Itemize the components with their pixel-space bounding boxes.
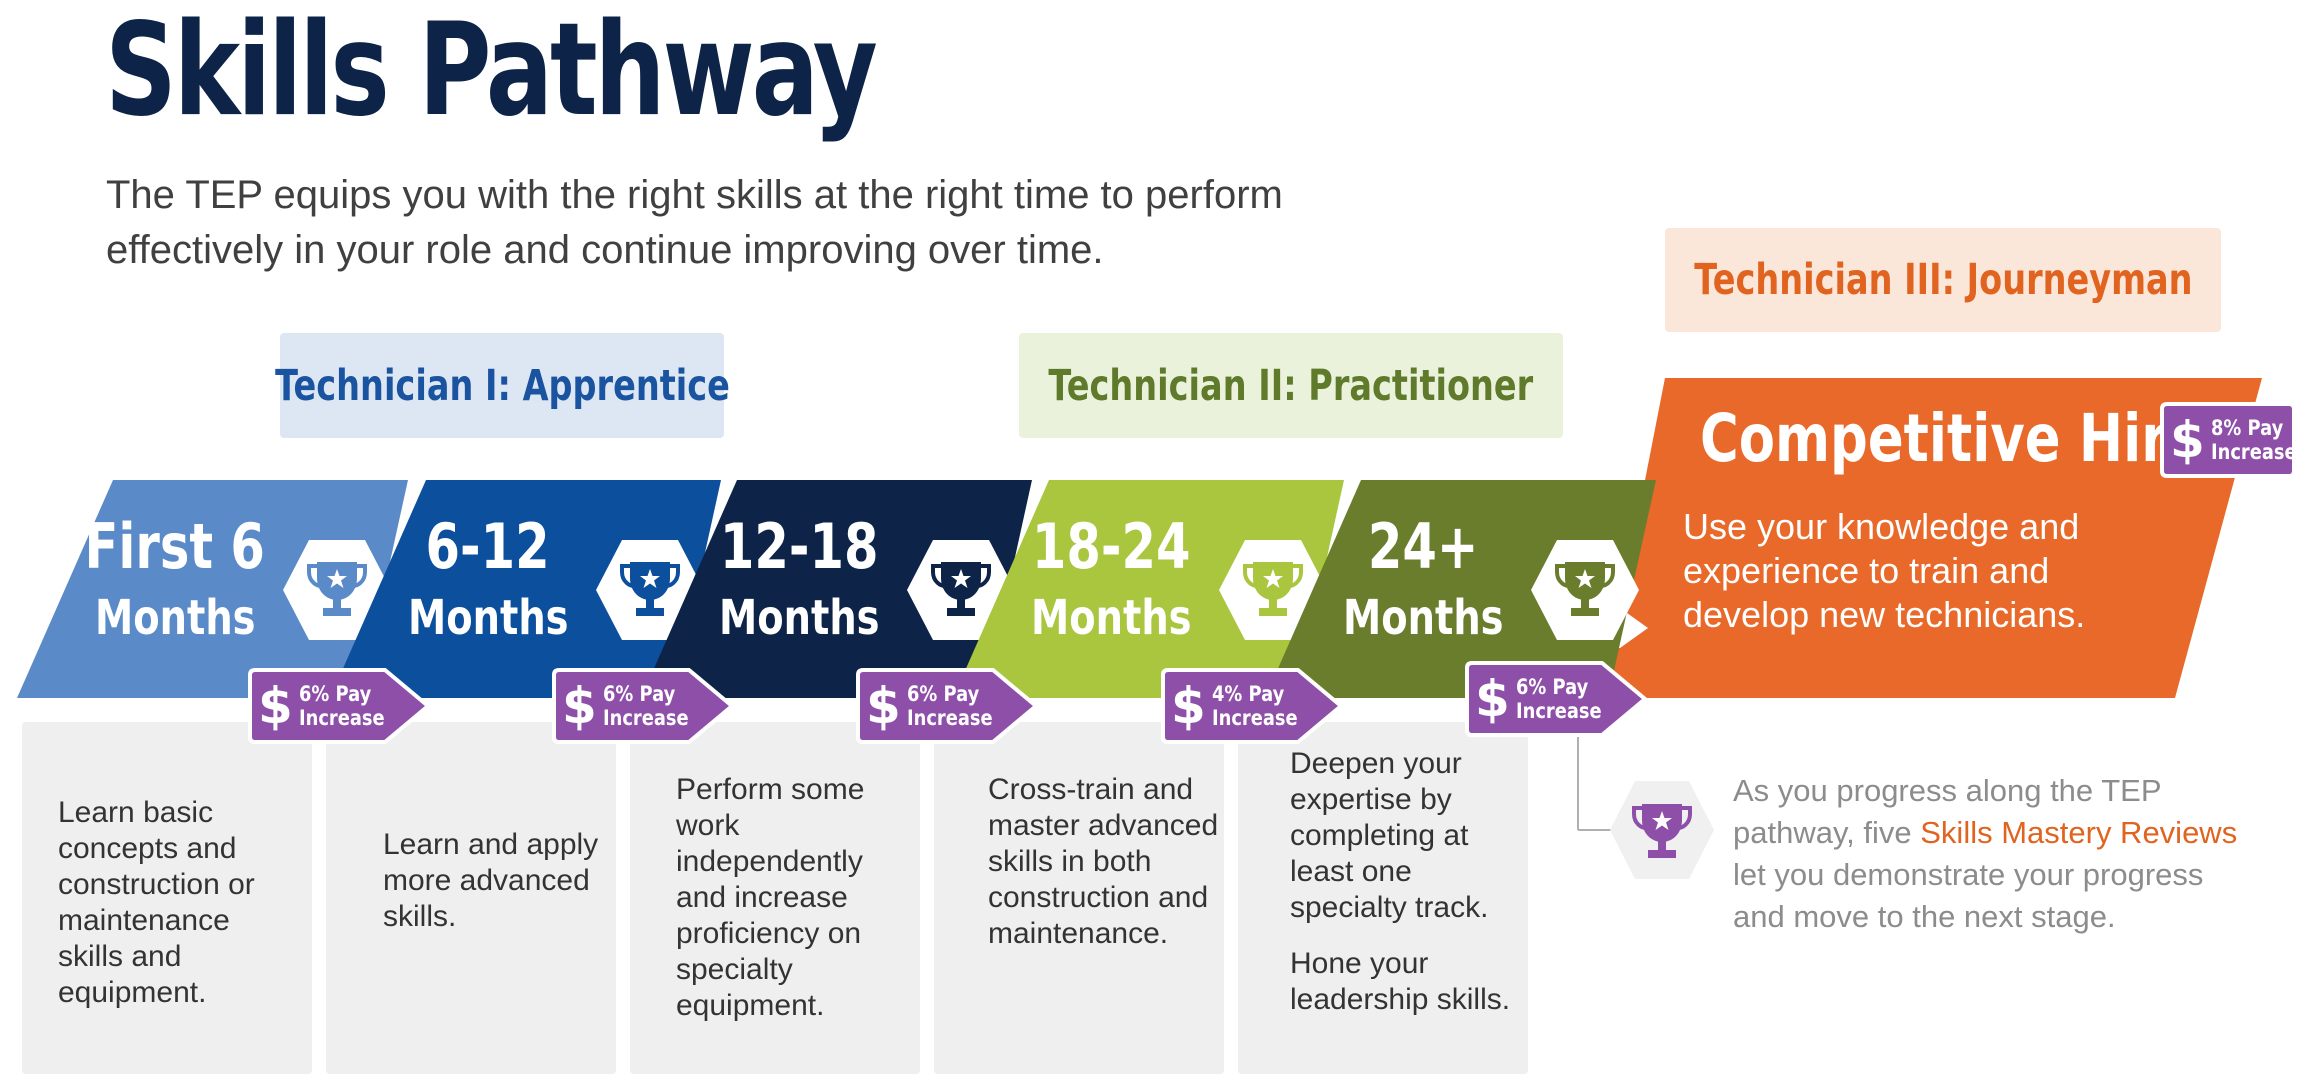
stage-unit: Months [94, 590, 256, 646]
stage-description: Cross-train and master advanced skills i… [988, 773, 1219, 950]
trophy-icon [1555, 562, 1615, 616]
page-subtitle: The TEP equips you with the right skills… [106, 173, 1283, 272]
stage-period: 24+ [1367, 510, 1479, 583]
dollar-icon: $ [258, 677, 293, 735]
competitive-hire-shape [1590, 378, 2262, 698]
pay-word: Increase [1515, 699, 1602, 723]
stage-description-card: Perform some work independently and incr… [630, 722, 920, 1074]
stage-unit: Months [1030, 590, 1192, 646]
pay-percent: 6% Pay [298, 682, 372, 706]
stage-description-card: Learn and apply more advanced skills. [326, 722, 616, 1074]
competitive-hire-title: Competitive Hire [1700, 400, 2204, 477]
stage-description-card: Deepen your expertise by completing at l… [1238, 722, 1528, 1074]
stage-description: Deepen your expertise by completing at l… [1290, 747, 1489, 924]
trophy-icon [620, 562, 680, 616]
pay-word: Increase [906, 706, 993, 730]
stage-period: 6-12 [425, 510, 551, 583]
badge-shape [856, 668, 1039, 744]
legend-text-after: let you demonstrate your progress and mo… [1733, 857, 2204, 934]
pay-word: Increase [602, 706, 689, 730]
stage-description: Learn basic concepts and construction or… [58, 796, 255, 1009]
dollar-icon: $ [1475, 670, 1510, 728]
dollar-icon: $ [1171, 677, 1206, 735]
legend-text: As you progress along the TEP pathway, f… [1733, 770, 2253, 938]
tier-label-text: Technician I: Apprentice [274, 360, 730, 411]
stage-unit: Months [718, 590, 880, 646]
stage-unit: Months [1342, 590, 1504, 646]
stage-period: 12-18 [719, 510, 879, 583]
stage-description-card: Cross-train and master advanced skills i… [934, 722, 1224, 1074]
stage-description: Learn and apply more advanced skills. [383, 828, 599, 933]
badge-shape [1465, 661, 1648, 737]
pay-percent: 4% Pay [1211, 682, 1285, 706]
pay-percent: 6% Pay [1515, 675, 1589, 699]
pay-word: Increase [1211, 706, 1298, 730]
tier-label-practitioner: Technician II: Practitioner [1019, 333, 1563, 438]
tier-label-text: Technician II: Practitioner [1048, 360, 1534, 411]
pay-word: Increase [2210, 440, 2297, 464]
trophy-icon [931, 562, 991, 616]
legend-trophy-hexagon [1610, 781, 1714, 879]
pay-percent: 6% Pay [602, 682, 676, 706]
page-title: Skills Pathway [105, 0, 878, 145]
legend-highlight: Skills Mastery Reviews [1920, 815, 2238, 850]
pay-word: Increase [298, 706, 385, 730]
stage-label: 24+ Months [1323, 510, 1523, 652]
trophy-icon [1632, 804, 1692, 858]
tier-label-text: Technician III: Journeyman [1693, 255, 2193, 305]
pay-percent: 8% Pay [2210, 416, 2284, 440]
stage-description: Hone your leadership skills. [1290, 947, 1511, 1016]
dollar-icon: $ [2170, 411, 2205, 469]
trophy-icon [1243, 562, 1303, 616]
stage-label: First 6 Months [75, 510, 275, 652]
legend-text-before: As you progress along the TEP pathway, f… [1733, 773, 2161, 850]
badge-shape [2160, 402, 2296, 478]
badge-shape [248, 668, 431, 744]
tier-label-journeyman: Technician III: Journeyman [1665, 228, 2221, 332]
stage-description: Perform some work independently and incr… [676, 773, 865, 1022]
pay-percent: 6% Pay [906, 682, 980, 706]
dollar-icon: $ [562, 677, 597, 735]
stage-shape [17, 480, 408, 698]
stage-description-card: Learn basic concepts and construction or… [22, 722, 312, 1074]
stage-unit: Months [407, 590, 569, 646]
trophy-icon [307, 562, 367, 616]
tier-label-apprentice: Technician I: Apprentice [275, 333, 729, 438]
competitive-hire-description: Use your knowledge and experience to tra… [1683, 506, 2086, 635]
stage-period: First 6 [84, 510, 266, 583]
stage-shape [641, 480, 1032, 698]
dollar-icon: $ [866, 677, 901, 735]
stage-period: 18-24 [1031, 510, 1191, 583]
badge-shape [1161, 668, 1344, 744]
badge-shape [552, 668, 735, 744]
stage-shape [330, 480, 721, 698]
stage-shape [1265, 480, 1656, 698]
stage-shape [953, 480, 1344, 698]
